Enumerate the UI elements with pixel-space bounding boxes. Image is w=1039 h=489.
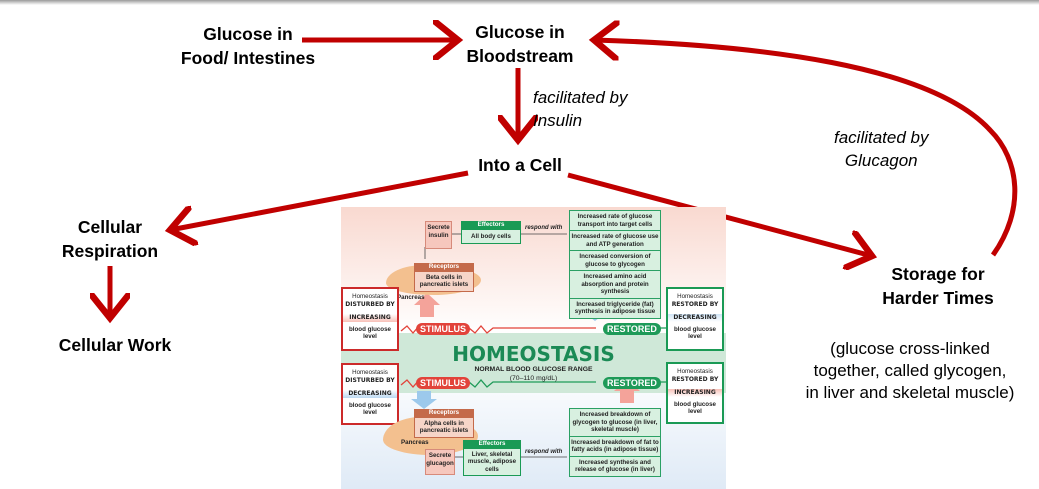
node-glucose-in-food: Glucose in Food/ Intestines	[158, 22, 338, 70]
respond-with-top: respond with	[525, 225, 563, 231]
disturbed-by-increasing-box: Homeostasis DISTURBED BY INCREASING bloo…	[341, 287, 399, 351]
responses-box-top: Increased rate of glucose transport into…	[569, 210, 661, 319]
note-glucagon-line2: Glucagon	[844, 151, 918, 170]
effectors-box-bottom: Effectors Liver, skeletal muscle, adipos…	[463, 440, 521, 476]
secrete-insulin-box: Secrete insulin	[425, 221, 452, 249]
restored-pill-bottom: RESTORED	[603, 377, 661, 389]
receptors-body-bottom: Alpha cells in pancreatic islets	[414, 416, 474, 438]
arrow-storage-to-blood	[594, 40, 1018, 257]
effectors-body-bottom: Liver, skeletal muscle, adipose cells	[463, 447, 521, 476]
disturbed-by-label: DISTURBED BY	[345, 300, 395, 308]
node-cellular-respiration: Cellular Respiration	[30, 215, 190, 263]
response-item: Increased breakdown of fat to fatty acid…	[570, 437, 660, 457]
note-insulin-line1: facilitated by	[533, 88, 628, 107]
receptors-box-top: Receptors Beta cells in pancreatic islet…	[414, 263, 474, 292]
effectors-box-top: Effectors All body cells	[461, 221, 521, 244]
node-glucose-in-bloodstream: Glucose in Bloodstream	[440, 20, 600, 68]
node-glucose-in-bloodstream-line1: Glucose in	[475, 22, 565, 42]
storage-desc-line3: in liver and skeletal muscle)	[805, 383, 1015, 402]
node-glucose-in-bloodstream-line2: Bloodstream	[466, 46, 574, 66]
disturbed-what: blood glucose level	[349, 401, 391, 417]
disturbed-by-decreasing-box: Homeostasis DISTURBED BY DECREASING bloo…	[341, 363, 399, 425]
normal-range-value: (70–110 mg/dL)	[509, 375, 558, 382]
note-facilitated-by-glucagon: facilitated by Glucagon	[834, 126, 929, 172]
stimulus-pill-bottom: STIMULUS	[416, 377, 470, 389]
homeostasis-figure: Secrete insulin Effectors All body cells…	[341, 207, 726, 489]
secrete-glucagon-box: Secrete glucagon	[425, 449, 455, 475]
pancreas-label-bottom: Pancreas	[401, 439, 429, 446]
node-glucose-in-food-line1: Glucose in	[203, 24, 293, 44]
feedback-lines	[400, 233, 666, 458]
node-cellular-respiration-line2: Respiration	[61, 241, 159, 261]
disturbed-what: blood glucose level	[349, 325, 391, 341]
restored-by-label: RESTORED BY	[671, 300, 719, 308]
note-facilitated-by-insulin: facilitated by Insulin	[533, 86, 628, 132]
storage-desc-line1: (glucose cross-linked	[830, 339, 990, 358]
receptors-header-bottom: Receptors	[414, 409, 474, 417]
node-glucose-in-food-line2: Food/ Intestines	[180, 48, 316, 68]
window-top-edge	[0, 0, 1039, 5]
restored-direction: INCREASING	[668, 389, 722, 397]
responses-box-bottom: Increased breakdown of glycogen to gluco…	[569, 408, 661, 477]
restored-by-increasing-box: Homeostasis RESTORED BY INCREASING blood…	[666, 362, 724, 424]
disturbed-direction: INCREASING	[343, 314, 397, 322]
restored-what: blood glucose level	[674, 325, 716, 341]
disturbed-direction: DECREASING	[343, 390, 397, 398]
restored-by-decreasing-box: Homeostasis RESTORED BY DECREASING blood…	[666, 287, 724, 351]
restored-pill-top: RESTORED	[603, 323, 661, 335]
effectors-header-top: Effectors	[461, 221, 521, 229]
response-item: Increased amino acid absorption and prot…	[570, 271, 660, 299]
disturbed-heading: Homeostasis	[352, 293, 388, 300]
pancreas-label-top: Pancreas	[397, 294, 425, 301]
response-item: Increased synthesis and release of gluco…	[575, 458, 655, 474]
node-storage-for-harder-times: Storage for Harder Times	[858, 262, 1018, 310]
respond-with-bottom: respond with	[525, 449, 563, 455]
arrow-cell-to-respiration	[170, 170, 469, 230]
node-cellular-work: Cellular Work	[58, 335, 172, 355]
response-item: Increased conversion of glucose to glyco…	[570, 251, 660, 271]
disturbed-by-label: DISTURBED BY	[345, 376, 395, 384]
stimulus-pill-top: STIMULUS	[416, 323, 470, 335]
restored-by-label: RESTORED BY	[671, 375, 719, 383]
receptors-box-bottom: Receptors Alpha cells in pancreatic isle…	[414, 409, 474, 438]
receptors-header-top: Receptors	[414, 263, 474, 271]
storage-desc-line2: together, called glycogen,	[813, 361, 1007, 380]
note-insulin-line2: Insulin	[533, 111, 583, 130]
restored-direction: DECREASING	[668, 314, 722, 322]
restored-heading: Homeostasis	[677, 368, 713, 375]
receptors-body-top: Beta cells in pancreatic islets	[414, 270, 474, 292]
homeostasis-title: HOMEOSTASIS	[452, 342, 615, 366]
effectors-body-top: All body cells	[461, 228, 521, 244]
restored-what: blood glucose level	[674, 400, 716, 416]
node-into-a-cell: Into a Cell	[478, 155, 562, 175]
restored-heading: Homeostasis	[677, 293, 713, 300]
effectors-header-bottom: Effectors	[463, 440, 521, 448]
response-item: Increased triglyceride (fat) synthesis i…	[574, 300, 656, 316]
response-item: Increased rate of glucose use and ATP ge…	[570, 231, 660, 251]
note-glucagon-line1: facilitated by	[834, 128, 929, 147]
node-storage-line1: Storage for	[891, 264, 985, 284]
disturbed-heading: Homeostasis	[352, 369, 388, 376]
response-item: Increased rate of glucose transport into…	[570, 211, 660, 231]
normal-range-label: NORMAL BLOOD GLUCOSE RANGE	[474, 366, 593, 373]
response-item: Increased breakdown of glycogen to gluco…	[570, 409, 660, 437]
node-cellular-respiration-line1: Cellular	[77, 217, 143, 237]
node-storage-line2: Harder Times	[882, 288, 994, 308]
storage-description: (glucose cross-linked together, called g…	[780, 338, 1039, 404]
homeostasis-band	[341, 333, 726, 393]
